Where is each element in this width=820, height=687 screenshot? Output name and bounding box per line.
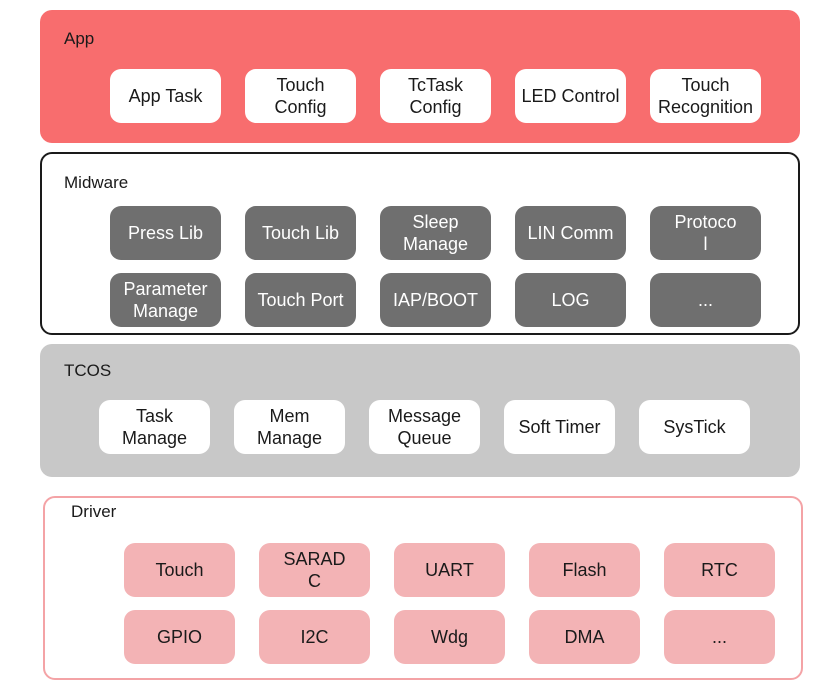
tcos-layer-title: TCOS [64, 361, 112, 380]
press-lib-box: Press Lib [110, 206, 221, 260]
protocol-box: Protoco l [650, 206, 761, 260]
app-layer-title: App [64, 29, 95, 48]
touch-lib-box: Touch Lib [245, 206, 356, 260]
driver-layer: Driver Touch SARAD C UART Flash RTC GPIO… [43, 496, 803, 680]
touch-recognition-box: Touch Recognition [650, 69, 761, 123]
tctask-config-box: TcTask Config [380, 69, 491, 123]
dma-box: DMA [529, 610, 640, 664]
soft-timer-box: Soft Timer [504, 400, 615, 454]
iap-boot-box: IAP/BOOT [380, 273, 491, 327]
sleep-manage-box: Sleep Manage [380, 206, 491, 260]
midware-layer-title: Midware [64, 173, 129, 192]
driver-layer-title: Driver [71, 502, 117, 521]
task-manage-box: Task Manage [99, 400, 210, 454]
parameter-manage-box: Parameter Manage [110, 273, 221, 327]
flash-box: Flash [529, 543, 640, 597]
lin-comm-box: LIN Comm [515, 206, 626, 260]
systick-box: SysTick [639, 400, 750, 454]
midware-more-box: ... [650, 273, 761, 327]
i2c-box: I2C [259, 610, 370, 664]
rtc-box: RTC [664, 543, 775, 597]
led-control-box: LED Control [515, 69, 626, 123]
app-task-box: App Task [110, 69, 221, 123]
mem-manage-box: Mem Manage [234, 400, 345, 454]
log-box: LOG [515, 273, 626, 327]
touch-driver-box: Touch [124, 543, 235, 597]
gpio-box: GPIO [124, 610, 235, 664]
app-layer: App App Task Touch Config TcTask Config … [40, 10, 800, 143]
wdg-box: Wdg [394, 610, 505, 664]
midware-layer: Midware Press Lib Touch Lib Sleep Manage… [40, 152, 800, 335]
driver-more-box: ... [664, 610, 775, 664]
saradc-box: SARAD C [259, 543, 370, 597]
message-queue-box: Message Queue [369, 400, 480, 454]
touch-config-box: Touch Config [245, 69, 356, 123]
tcos-layer: TCOS Task Manage Mem Manage Message Queu… [40, 344, 800, 477]
uart-box: UART [394, 543, 505, 597]
touch-port-box: Touch Port [245, 273, 356, 327]
